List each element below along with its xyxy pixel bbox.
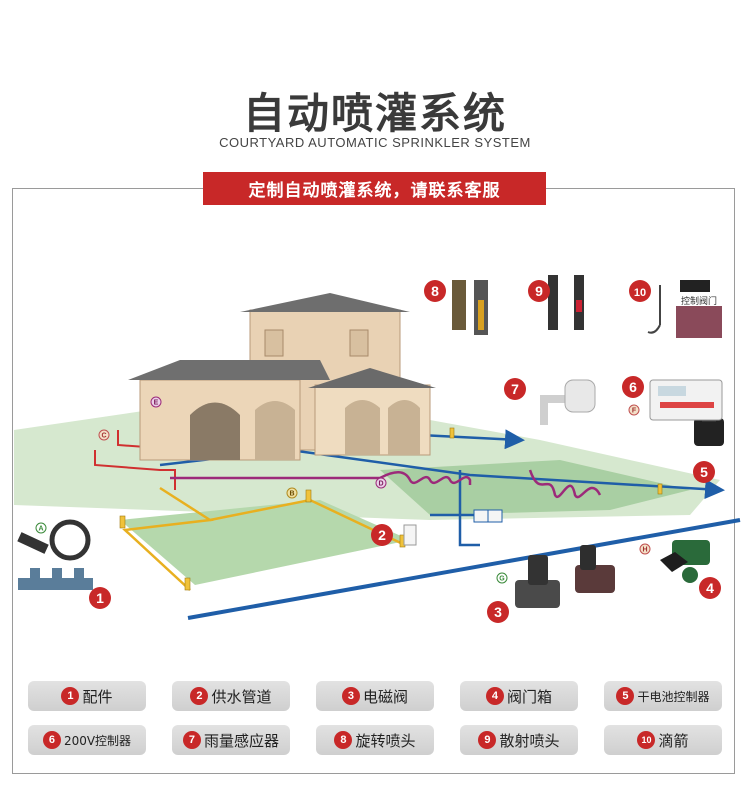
letter-d: D (378, 481, 383, 488)
marker-4: 4 (706, 580, 714, 596)
rotor-head-illustration (452, 280, 488, 335)
legend-num-5: 5 (616, 687, 635, 705)
letter-f: F (632, 408, 637, 415)
legend-label-1: 配件 (82, 687, 113, 706)
drip-arrow-illustration (647, 280, 722, 338)
house (128, 293, 436, 461)
legend-num-2: 2 (190, 687, 209, 705)
legend-item-ac-controller[interactable]: 6 200V控制器 (28, 725, 146, 755)
legend-label-10: 滴箭 (658, 731, 689, 750)
main-supply-pipe (187, 518, 741, 620)
ac-controller-illustration (649, 379, 723, 421)
marker-6: 6 (629, 379, 637, 395)
legend-label-4: 阀门箱 (506, 687, 552, 706)
spray-head-illustration (548, 275, 584, 330)
letter-a: A (38, 526, 43, 533)
legend-num-4: 4 (485, 687, 504, 705)
marker-7: 7 (511, 381, 519, 397)
marker-10: 10 (634, 287, 646, 299)
legend-label-2: 供水管道 (211, 687, 272, 706)
marker-8: 8 (431, 283, 439, 299)
legend-item-rain-sensor[interactable]: 7 雨量感应器 (172, 725, 290, 755)
marker-1: 1 (96, 590, 104, 606)
letter-e: E (154, 400, 159, 407)
valve-box-small (403, 509, 503, 546)
letter-c: C (101, 433, 106, 440)
supply-riser-pipe (458, 470, 480, 547)
legend-label-7: 雨量感应器 (203, 731, 279, 750)
legend-label-9: 散射喷头 (499, 731, 560, 750)
marker-3: 3 (494, 604, 502, 620)
legend-item-accessories[interactable]: 1 配件 (28, 681, 146, 711)
accessories-illustration (17, 519, 93, 590)
legend-label-5: 干电池控制器 (637, 689, 710, 704)
legend-num-8: 8 (334, 731, 353, 749)
legend-item-drip-arrow[interactable]: 10 滴箭 (604, 725, 722, 755)
legend-num-1: 1 (61, 687, 80, 705)
letter-g: G (499, 576, 505, 583)
legend-num-3: 3 (341, 687, 360, 705)
legend-item-rotor-head[interactable]: 8 旋转喷头 (316, 725, 434, 755)
marker-5: 5 (700, 464, 708, 480)
legend-num-10: 10 (637, 731, 656, 749)
control-valve-label: 控制阀门 (681, 295, 717, 307)
legend-item-solenoid-valve[interactable]: 3 电磁阀 (316, 681, 434, 711)
drip-line (170, 471, 472, 485)
legend-num-6: 6 (42, 731, 61, 749)
valve-box-illustration (660, 540, 710, 583)
letter-markers: A B C D E F G H (35, 396, 651, 584)
legend-label-8: 旋转喷头 (355, 731, 416, 750)
legend-item-valve-box[interactable]: 4 阀门箱 (460, 681, 578, 711)
contact-banner[interactable]: 定制自动喷灌系统，请联系客服 (203, 172, 546, 205)
marker-9: 9 (535, 283, 543, 299)
letter-b: B (289, 491, 294, 498)
legend-label-3: 电磁阀 (362, 687, 408, 706)
legend-num-9: 9 (478, 731, 497, 749)
letter-h: H (642, 547, 647, 554)
lawn-sprinkler-heads (119, 427, 663, 591)
number-markers: 1 2 3 4 5 6 7 8 9 10 (89, 280, 721, 623)
drip-loop (528, 469, 602, 499)
legend-label-6: 200V控制器 (63, 733, 132, 748)
legend-item-spray-head[interactable]: 9 散射喷头 (460, 725, 578, 755)
page-title: 自动喷灌系统 (242, 89, 507, 138)
control-wire-red (94, 450, 176, 490)
page-subtitle: COURTYARD AUTOMATIC SPRINKLER SYSTEM (219, 135, 531, 150)
rain-sensor-illustration (540, 379, 596, 425)
front-zone-pipe (122, 486, 214, 591)
legend-item-supply-pipe[interactable]: 2 供水管道 (172, 681, 290, 711)
solenoid-valve-illustration (515, 545, 615, 608)
marker-2: 2 (378, 527, 386, 543)
legend-num-7: 7 (182, 731, 201, 749)
legend-item-battery-controller[interactable]: 5 干电池控制器 (604, 681, 722, 711)
